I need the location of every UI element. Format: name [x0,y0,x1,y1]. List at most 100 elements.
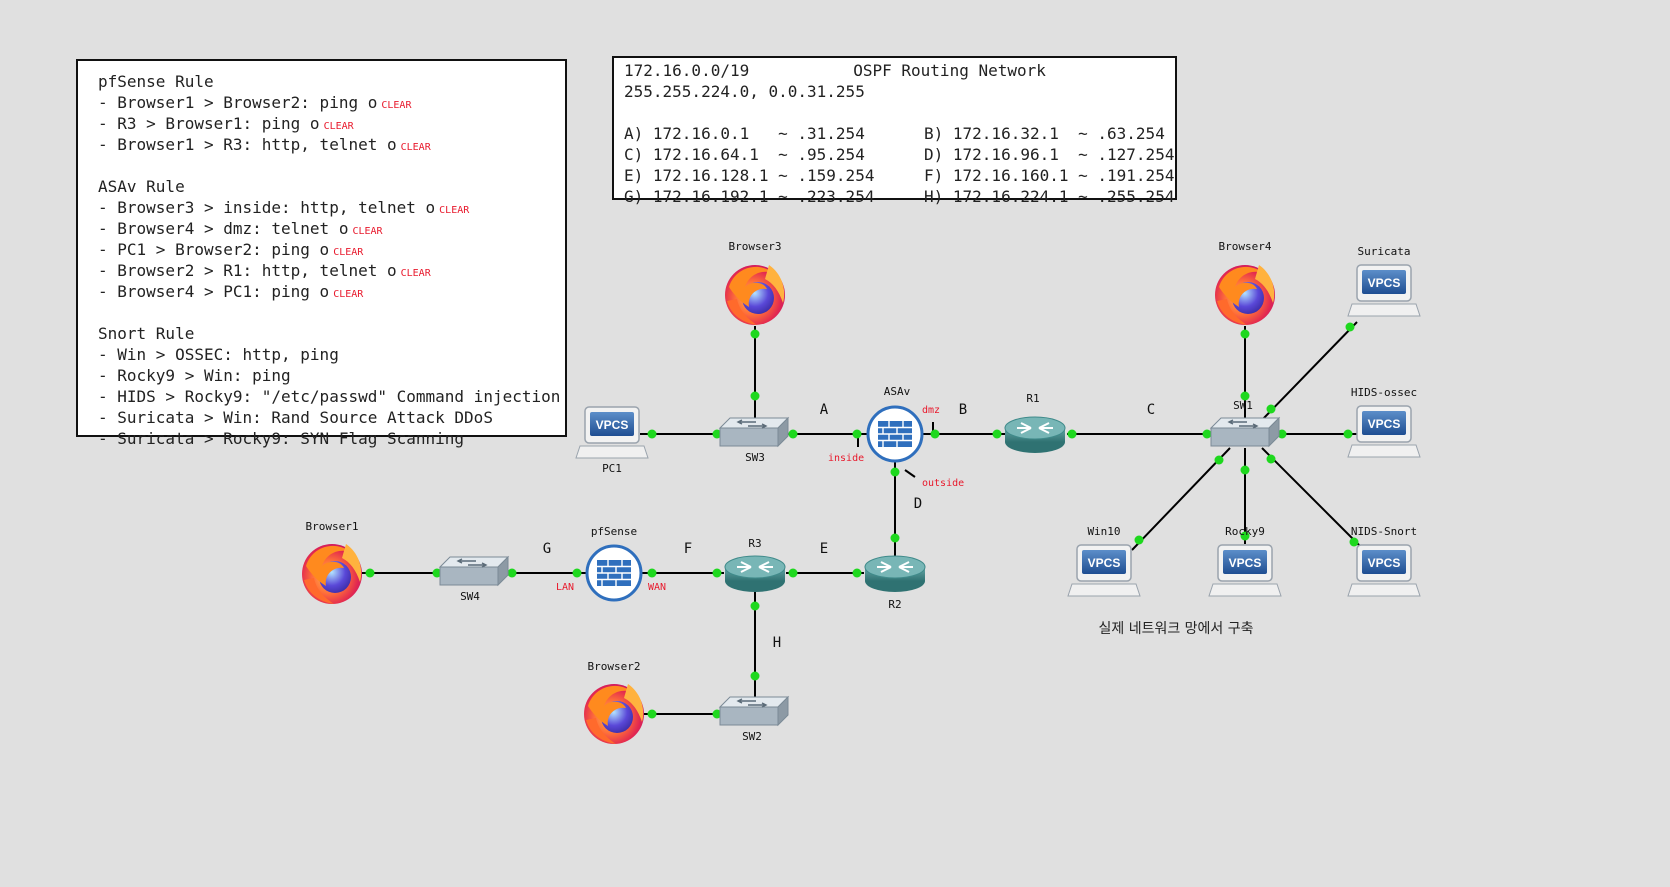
rule-line: - Rocky9 > Win: ping [98,366,291,385]
rules-note: pfSense Rule - Browser1 > Browser2: ping… [76,59,567,448]
vpcs-label: VPCS [1229,556,1262,570]
segment-b: B [959,402,967,418]
iface-lan: LAN [556,582,574,593]
pc1-node[interactable]: VPCS [575,406,649,459]
router-icon [864,555,926,593]
clear-tag: CLEAR [400,268,431,279]
iface-inside: inside [828,453,864,464]
range-cell: A) 172.16.0.1 ~ .31.254 [624,124,865,143]
ospf-network: 172.16.0.0/19 [624,61,750,80]
range-cell: B) 172.16.32.1 ~ .63.254 [924,124,1165,143]
browser2-node[interactable] [584,684,644,744]
browser1-node[interactable] [302,544,362,604]
router-icon [1004,416,1066,454]
segment-d: D [914,496,922,512]
pfsense-node[interactable] [585,544,643,602]
ospf-title: OSPF Routing Network [853,61,1046,80]
firefox-icon [725,265,785,325]
spacer [98,302,565,323]
range-cell: H) 172.16.224.1 ~ .255.254 [924,187,1175,206]
asav-rule-section: ASAv Rule - Browser3 > inside: http, tel… [98,176,565,302]
firewall-icon [585,544,643,602]
label-win10: Win10 [1087,525,1120,538]
rocky9-node[interactable]: VPCS [1208,544,1282,597]
link-sw1-win10 [1131,447,1231,551]
win10-node[interactable]: VPCS [1067,544,1141,597]
r1-node[interactable] [1004,416,1066,454]
ospf-mask: 255.255.224.0, 0.0.31.255 [624,82,865,101]
sw2-node[interactable] [719,696,789,726]
rule-line: - Suricata > Rocky9: SYN Flag Scanning [98,429,465,448]
iface-wan: WAN [648,582,666,593]
segment-c: C [1147,402,1155,418]
snort-rule-section: Snort Rule - Win > OSSEC: http, ping - R… [98,323,565,449]
vpcs-label: VPCS [1368,417,1401,431]
label-browser3: Browser3 [729,240,782,253]
link-sw1-suricata [1261,321,1358,421]
interface-labels: dmz inside outside LAN WAN [556,405,964,593]
label-nids: NIDS-Snort [1351,525,1417,538]
label-browser2: Browser2 [588,660,641,673]
nids-node[interactable]: VPCS [1347,544,1421,597]
label-pfsense: pfSense [591,525,637,538]
label-sw4: SW4 [460,590,480,603]
switch-icon [1210,417,1280,447]
section-title: Snort Rule [98,324,195,343]
clear-tag: CLEAR [333,247,364,258]
asav-node[interactable] [866,405,924,463]
section-title: pfSense Rule [98,72,214,91]
iface-outside: outside [922,478,964,489]
clear-tag: CLEAR [333,289,364,300]
switch-icon [719,417,789,447]
label-r1: R1 [1026,392,1039,405]
sw1-node[interactable] [1210,417,1280,447]
vpcs-label: VPCS [1368,276,1401,290]
link-sw1-nids [1261,447,1363,549]
sw3-node[interactable] [719,417,789,447]
label-r2: R2 [888,598,901,611]
firefox-icon [1215,265,1275,325]
caption-korean: 실제 네트워크 망에서 구축 [1098,621,1253,637]
segment-labels: A B C D E F G H [543,402,1155,651]
router-icon [724,555,786,593]
segment-f: F [684,541,692,557]
vpcs-label: VPCS [1088,556,1121,570]
label-sw3: SW3 [745,451,765,464]
rule-line: - Suricata > Win: Rand Source Attack DDo… [98,408,493,427]
clear-tag: CLEAR [323,121,354,132]
ospf-note: 172.16.0.0/19 OSPF Routing Network 255.25… [612,56,1177,206]
segment-e: E [820,541,828,557]
segment-g: G [543,541,551,557]
r2-node[interactable] [864,555,926,593]
browser4-node[interactable] [1215,265,1275,325]
label-suricata: Suricata [1358,245,1411,258]
label-sw2: SW2 [742,730,762,743]
suricata-node[interactable]: VPCS [1347,264,1421,317]
firewall-icon [866,405,924,463]
vpcs-label: VPCS [596,418,629,432]
sw4-node[interactable] [439,556,509,586]
switch-icon [719,696,789,726]
segment-h: H [773,635,781,651]
label-sw1: SW1 [1233,399,1253,412]
clear-tag: CLEAR [352,226,383,237]
spacer [624,102,1175,123]
rule-line: - HIDS > Rocky9: "/etc/passwd" Command i… [98,387,561,406]
r3-node[interactable] [724,555,786,593]
firefox-icon [584,684,644,744]
browser3-node[interactable] [725,265,785,325]
label-rocky9: Rocky9 [1225,525,1265,538]
label-pc1: PC1 [602,462,622,475]
hids-node[interactable]: VPCS [1347,405,1421,458]
label-browser4: Browser4 [1219,240,1272,253]
range-cell: F) 172.16.160.1 ~ .191.254 [924,166,1175,185]
